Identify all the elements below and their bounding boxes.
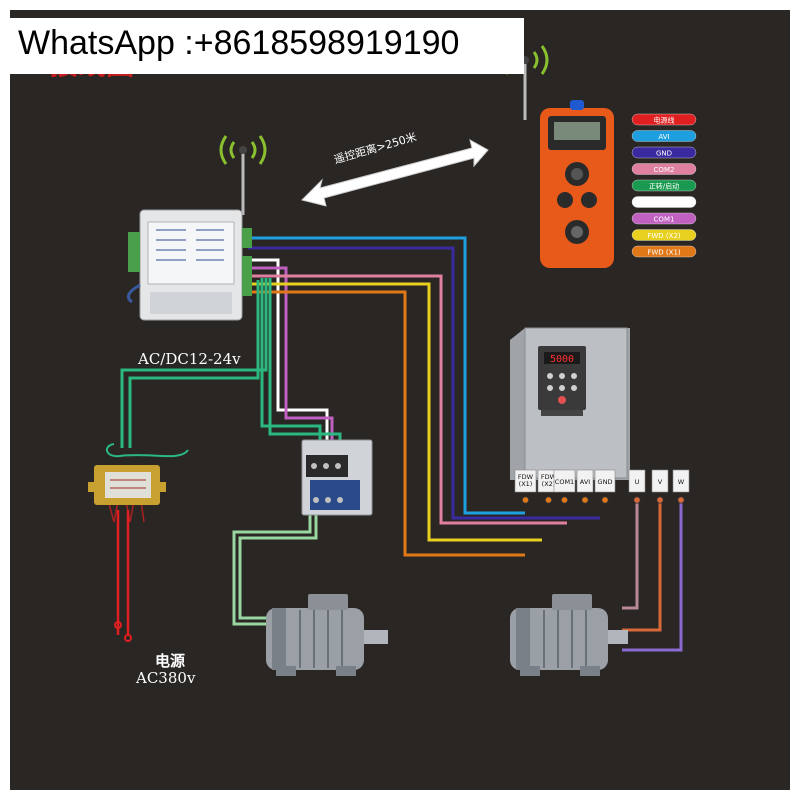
whatsapp-watermark: WhatsApp :+8618598919190: [10, 18, 524, 74]
power-label: 电源: [155, 652, 186, 670]
inverter-terminal-label: COM1: [555, 478, 574, 486]
wire-fwd-x2: [248, 282, 542, 542]
legend-label: 正转/启动: [649, 181, 679, 190]
receiver-module: [126, 209, 252, 321]
legend-label: FWD (X1): [647, 248, 681, 256]
wiring-diagram-graphic: 接线图: [50, 45, 697, 676]
green-coil-wire: [105, 443, 189, 458]
inverter-terminal-label: GND: [598, 478, 613, 486]
inverter-terminal: FDW(X1): [514, 469, 537, 504]
legend-swatch: [631, 179, 697, 192]
legend-item: 正转/启动: [631, 179, 697, 192]
inverter-terminal-label: FDW(X2): [541, 473, 557, 488]
legend-swatch: [631, 146, 697, 159]
legend-label: GND: [656, 149, 672, 157]
legend-label: 反转/停止: [649, 198, 679, 207]
legend-swatch: [631, 245, 697, 258]
motor1-wire: [232, 515, 312, 626]
legend-swatch: [631, 163, 697, 175]
motor-terminal-label: U: [635, 478, 640, 486]
legend-item: 电源线: [631, 113, 697, 126]
inverter-terminal-label: AVI: [580, 478, 590, 486]
signal-wires: [248, 236, 600, 557]
inverter-terminals: FDW(X1) FDW(X2)COM1 AVI GND: [514, 469, 616, 504]
motor-terminal: W: [672, 469, 690, 504]
transformer: [88, 465, 166, 505]
legend-item: FWD (X2): [631, 229, 697, 241]
wire-fwd-x1: [248, 290, 525, 557]
legend-item: 反转/停止: [631, 196, 697, 208]
supply-voltage-label: AC/DC12-24v: [138, 350, 241, 368]
legend-label: FWD (X2): [647, 232, 681, 240]
inverter: 5000: [510, 327, 630, 480]
motor-terminal: V: [651, 469, 669, 504]
inverter-terminal: AVI: [576, 469, 594, 504]
motor-terminal-label: V: [658, 478, 663, 486]
remote-controller: [540, 100, 614, 268]
legend-swatch: [631, 196, 697, 208]
inverter-terminal: COM1: [553, 469, 576, 504]
motor-2: [510, 594, 628, 676]
motor-terminal: U: [628, 469, 646, 504]
legend-swatch: [631, 229, 697, 241]
power-voltage-label: AC380v: [136, 669, 196, 687]
wiring-diagram: 接线图: [10, 10, 790, 790]
legend-item: COM1: [631, 212, 697, 225]
receiver-antenna-icon: [219, 135, 267, 215]
legend-item: FWD (X1): [631, 245, 697, 258]
legend-swatch: [631, 212, 697, 225]
motor-terminals: U V W: [628, 469, 690, 504]
legend-item: COM2: [631, 163, 697, 175]
wire-reverse-stop: [248, 258, 329, 455]
motor-1: [266, 594, 388, 676]
motor2-wires: [622, 500, 683, 652]
legend-label: COM1: [654, 215, 675, 223]
mains-wires: [116, 510, 130, 635]
legend-swatch: [631, 113, 697, 126]
inverter-terminal: GND: [594, 469, 616, 504]
inverter-display: 5000: [550, 354, 574, 365]
contactor: [301, 439, 373, 516]
legend-item: AVI: [631, 130, 697, 142]
legend-label: AVI: [658, 133, 669, 141]
legend-item: GND: [631, 146, 697, 159]
range-arrow: [301, 139, 489, 207]
wire-com1-contactor: [248, 266, 334, 455]
wire-gnd: [248, 246, 600, 520]
legend-label: 电源线: [654, 115, 675, 124]
wire-avi: [248, 236, 525, 515]
inverter-terminal-label: FDW(X1): [518, 473, 534, 488]
legend-swatch: [631, 130, 697, 142]
legend-label: COM2: [654, 166, 675, 174]
motor-terminal-label: W: [678, 478, 685, 486]
wire-com2: [248, 274, 567, 525]
